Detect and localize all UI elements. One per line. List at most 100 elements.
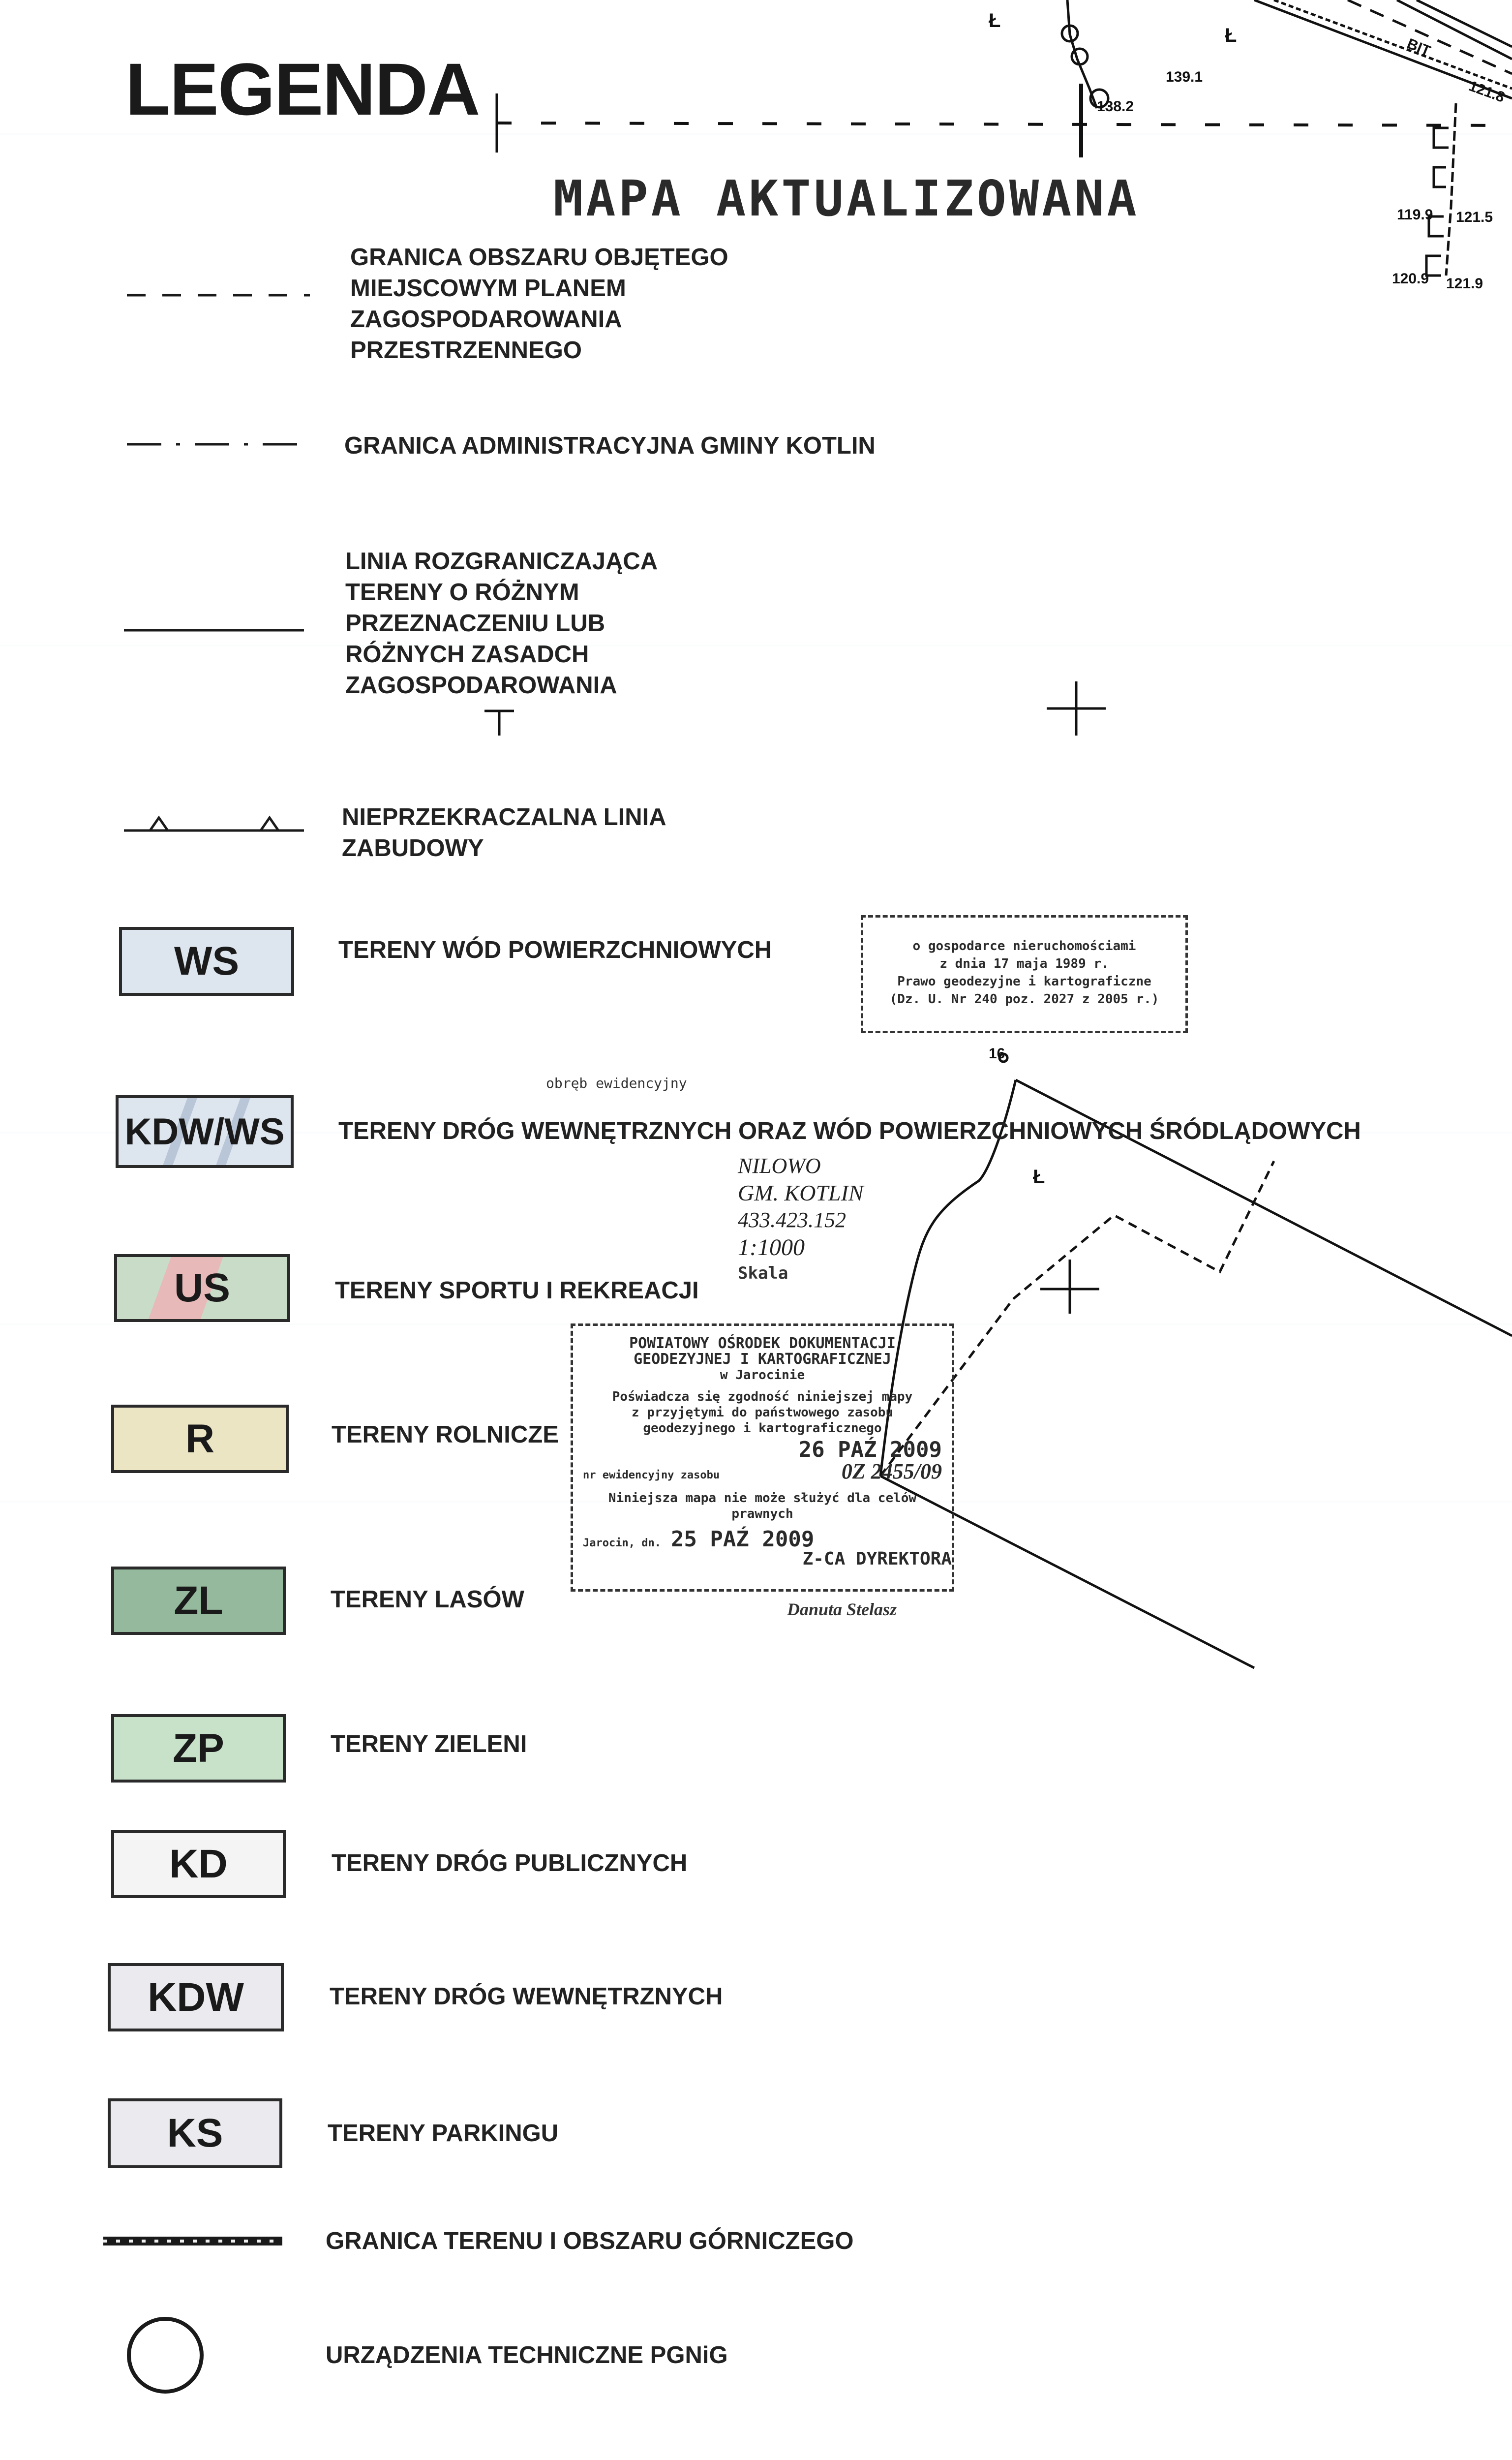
scan-band — [0, 645, 1512, 646]
zone-label-kdw: TERENY DRÓG WEWNĘTRZNYCH — [330, 1983, 723, 2010]
stamp-body-line: geodezyjnego i kartograficznego — [643, 1421, 882, 1436]
dashed-boundary — [879, 1160, 1275, 1477]
zone-label-kdw-ws: TERENY DRÓG WEWNĘTRZNYCH ORAZ WÓD POWIER… — [338, 1118, 1361, 1144]
crosshair-icon — [1040, 1260, 1099, 1314]
height-label: 121.5 — [1456, 209, 1493, 225]
law-stamp: o gospodarce nieruchomościami z dnia 17 … — [861, 915, 1188, 1033]
road-edge — [1254, 0, 1512, 100]
height-label: 119.9 — [1397, 207, 1433, 223]
stamp-place-label: Jarocin, dn. — [583, 1537, 661, 1549]
plan-boundary — [496, 122, 1512, 127]
zone-label-ws: TERENY WÓD POWIERZCHNIOWYCH — [338, 937, 772, 963]
stamp-note-line: prawnych — [731, 1507, 793, 1521]
scan-band — [0, 133, 1512, 135]
sheet-precinct-label: obręb ewidencyjny — [546, 1075, 687, 1091]
signature: Danuta Stelasz — [787, 1599, 897, 1619]
stamp-reg-label: nr ewidencyjny zasobu — [583, 1469, 720, 1481]
land-use-mark: Ł — [1033, 1166, 1045, 1188]
t-mark-icon — [484, 709, 514, 736]
zone-box-ws: WS — [119, 927, 294, 996]
zone-box-zp: ZP — [111, 1714, 286, 1783]
scan-band — [0, 1501, 1512, 1503]
legend-item-building-line: NIEPRZEKRACZALNA LINIA ZABUDOWY — [342, 802, 666, 864]
stamp-signatory-role: Z-CA DYREKTORA — [802, 1549, 952, 1569]
label-line: NIEPRZEKRACZALNA LINIA — [342, 804, 666, 830]
zone-box-kdw: KDW — [108, 1963, 284, 2031]
zone-box-kd: KD — [111, 1830, 286, 1898]
scan-band — [0, 1132, 1512, 1134]
legend-item-plan-boundary: GRANICA OBSZARU OBJĘTEGO MIEJSCOWYM PLAN… — [350, 242, 728, 366]
parcel-line — [879, 1475, 1255, 1669]
height-label: 121.9 — [1446, 276, 1483, 292]
road-axis — [1347, 0, 1512, 75]
stamp-line: Prawo geodezyjne i kartograficzne — [897, 974, 1151, 989]
label-line: GRANICA OBSZARU OBJĘTEGO — [350, 244, 728, 271]
zone-label-ks: TERENY PARKINGU — [328, 2120, 559, 2147]
zone-box-zl: ZL — [111, 1567, 286, 1635]
zone-box-ks: KS — [108, 2098, 282, 2168]
pzgik-certification-stamp: POWIATOWY OŚRODEK DOKUMENTACJI GEODEZYJN… — [571, 1323, 954, 1592]
zone-box-kdw-ws: KDW/WS — [116, 1095, 294, 1168]
fence-ticks — [1425, 126, 1449, 277]
triangle-icon — [149, 815, 280, 831]
height-label: 138.2 — [1097, 98, 1134, 115]
fitting-icon — [1060, 24, 1079, 43]
sheet-number: 433.423.152 — [738, 1208, 846, 1232]
label-line: RÓŻNYCH ZASADCH — [345, 641, 589, 668]
zone-label-zp: TERENY ZIELENI — [331, 1731, 527, 1757]
crosshair-icon — [1047, 681, 1106, 736]
sheet-scale-label: Skala — [738, 1263, 788, 1283]
stamp-note-line: Niniejsza mapa nie może służyć dla celów — [608, 1491, 917, 1506]
legend-item-mining-boundary: GRANICA TERENU I OBSZARU GÓRNICZEGO — [326, 2228, 854, 2254]
legend-item-demarcation-line: LINIA ROZGRANICZAJĄCA TERENY O RÓŻNYM PR… — [345, 546, 658, 701]
stamp-date: 25 PAŹ 2009 — [670, 1527, 815, 1552]
land-use-mark: Ł — [1225, 25, 1237, 46]
stamp-header-line: GEODEZYJNEJ I KARTOGRAFICZNEJ — [634, 1351, 891, 1368]
height-label: 139.1 — [1166, 69, 1203, 85]
zone-label-kd: TERENY DRÓG PUBLICZNYCH — [332, 1850, 688, 1876]
zone-label-zl: TERENY LASÓW — [331, 1586, 524, 1613]
label-line: LINIA ROZGRANICZAJĄCA — [345, 548, 658, 575]
label-line: GRANICA ADMINISTRACYJNA GMINY KOTLIN — [344, 432, 876, 459]
zone-label-us: TERENY SPORTU I REKREACJI — [335, 1277, 699, 1304]
legend-item-pgnig-equipment: URZĄDZENIA TECHNICZNE PGNiG — [326, 2342, 728, 2368]
label-line: PRZESTRZENNEGO — [350, 337, 582, 364]
stamp-body-line: z przyjętymi do państwowego zasobu — [631, 1405, 894, 1420]
stamp-header-line: w Jarocinie — [720, 1368, 805, 1383]
stamp-body-line: Poświadcza się zgodność niniejszej mapy — [612, 1389, 913, 1404]
fence-line — [1445, 103, 1457, 276]
zone-box-us: US — [114, 1254, 290, 1322]
parcel-curve — [879, 1079, 1017, 1476]
label-line: ZAGOSPODAROWANIA — [350, 306, 622, 333]
road-edge — [1416, 0, 1512, 48]
sheet-commune: GM. KOTLIN — [738, 1180, 864, 1205]
fitting-icon — [1089, 88, 1110, 109]
sheet-scale: 1:1000 — [738, 1234, 805, 1261]
label-line: PRZEZNACZENIU LUB — [345, 610, 605, 637]
map-heading: MAPA AKTUALIZOWANA — [553, 170, 1140, 227]
zone-label-r: TERENY ROLNICZE — [332, 1421, 559, 1448]
stamp-header-line: POWIATOWY OŚRODEK DOKUMENTACJI — [629, 1335, 896, 1352]
label-line: ZAGOSPODAROWANIA — [345, 672, 617, 699]
legend-title: LEGENDA — [125, 48, 480, 130]
legend-item-admin-boundary: GRANICA ADMINISTRACYJNA GMINY KOTLIN — [344, 430, 876, 461]
stamp-reg-number: 0Z 2455/09 — [841, 1459, 942, 1483]
map-drawing — [103, 0, 1512, 2394]
fitting-icon — [1070, 47, 1089, 66]
stamp-line: z dnia 17 maja 1989 r. — [939, 956, 1109, 971]
label-line: ZABUDOWY — [342, 835, 484, 861]
label-line: TERENY O RÓŻNYM — [345, 579, 579, 606]
stamp-date: 26 PAŹ 2009 — [798, 1437, 942, 1462]
stamp-line: (Dz. U. Nr 240 poz. 2027 z 2005 r.) — [889, 992, 1159, 1007]
parcel-line — [1015, 1078, 1512, 1337]
road-edge — [1396, 0, 1512, 61]
point-icon — [998, 1052, 1009, 1063]
pgnig-circle-icon — [127, 2317, 204, 2394]
land-use-mark: Ł — [989, 10, 1001, 31]
stamp-line: o gospodarce nieruchomościami — [912, 939, 1136, 953]
height-label: 120.9 — [1392, 271, 1429, 287]
zone-box-r: R — [111, 1405, 289, 1473]
sheet-precinct-name: NILOWO — [738, 1154, 821, 1178]
parcel-number: 16 — [989, 1046, 1005, 1062]
label-line: MIEJSCOWYM PLANEM — [350, 275, 626, 302]
